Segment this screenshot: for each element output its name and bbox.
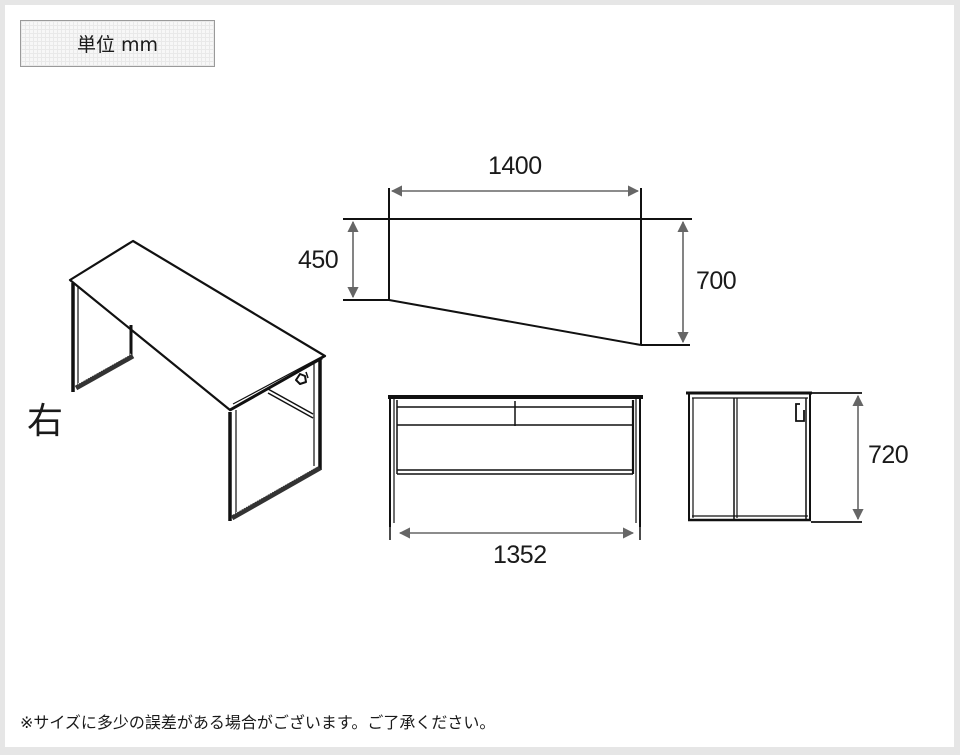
dim-top-depth-left: 450 — [298, 246, 339, 274]
dim-inner-width: 1352 — [493, 541, 547, 569]
size-tolerance-note: ※サイズに多少の誤差がある場合がございます。ご了承ください。 — [20, 713, 496, 732]
side-label-right: 右 — [27, 401, 64, 442]
dim-height: 720 — [868, 441, 909, 469]
unit-label-box: 単位 mm — [20, 20, 215, 67]
page-frame — [5, 5, 954, 747]
side-view — [686, 391, 864, 523]
front-view — [388, 395, 643, 540]
isometric-desk-view — [68, 239, 327, 521]
top-view — [343, 185, 692, 346]
dim-top-width: 1400 — [488, 152, 542, 180]
dim-top-depth-right: 700 — [696, 267, 737, 295]
unit-label: 単位 mm — [76, 34, 159, 56]
